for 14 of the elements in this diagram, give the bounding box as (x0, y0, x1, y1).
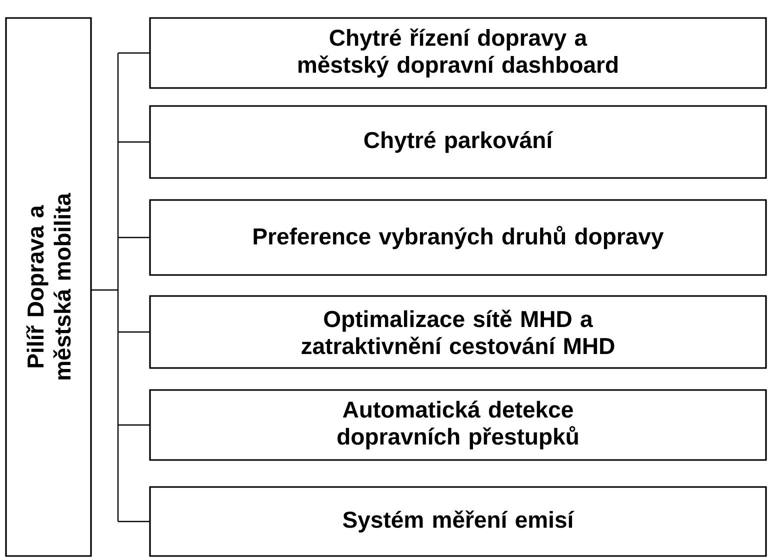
connector-line (118, 520, 150, 522)
topic-box: Chytré parkování (149, 105, 767, 179)
topic-box: Chytré řízení dopravy a městský dopravní dashboard (149, 17, 767, 89)
topic-box: Preference vybraných druhů dopravy (149, 199, 767, 276)
connector-line (118, 424, 150, 426)
topic-box: Automatická detekce dopravních přestupků (149, 389, 767, 461)
topic-box: Systém měření emisí (149, 486, 767, 557)
connector-line (118, 331, 150, 333)
connector-trunk (90, 52, 119, 522)
pillar-box: Pilíř Doprava a městská mobilita (5, 17, 92, 557)
connector-line (118, 52, 150, 54)
connector-line (118, 236, 150, 238)
connector-line (118, 141, 150, 143)
topic-box: Optimalizace sítě MHD a zatraktivnění cestování MHD (149, 295, 767, 369)
